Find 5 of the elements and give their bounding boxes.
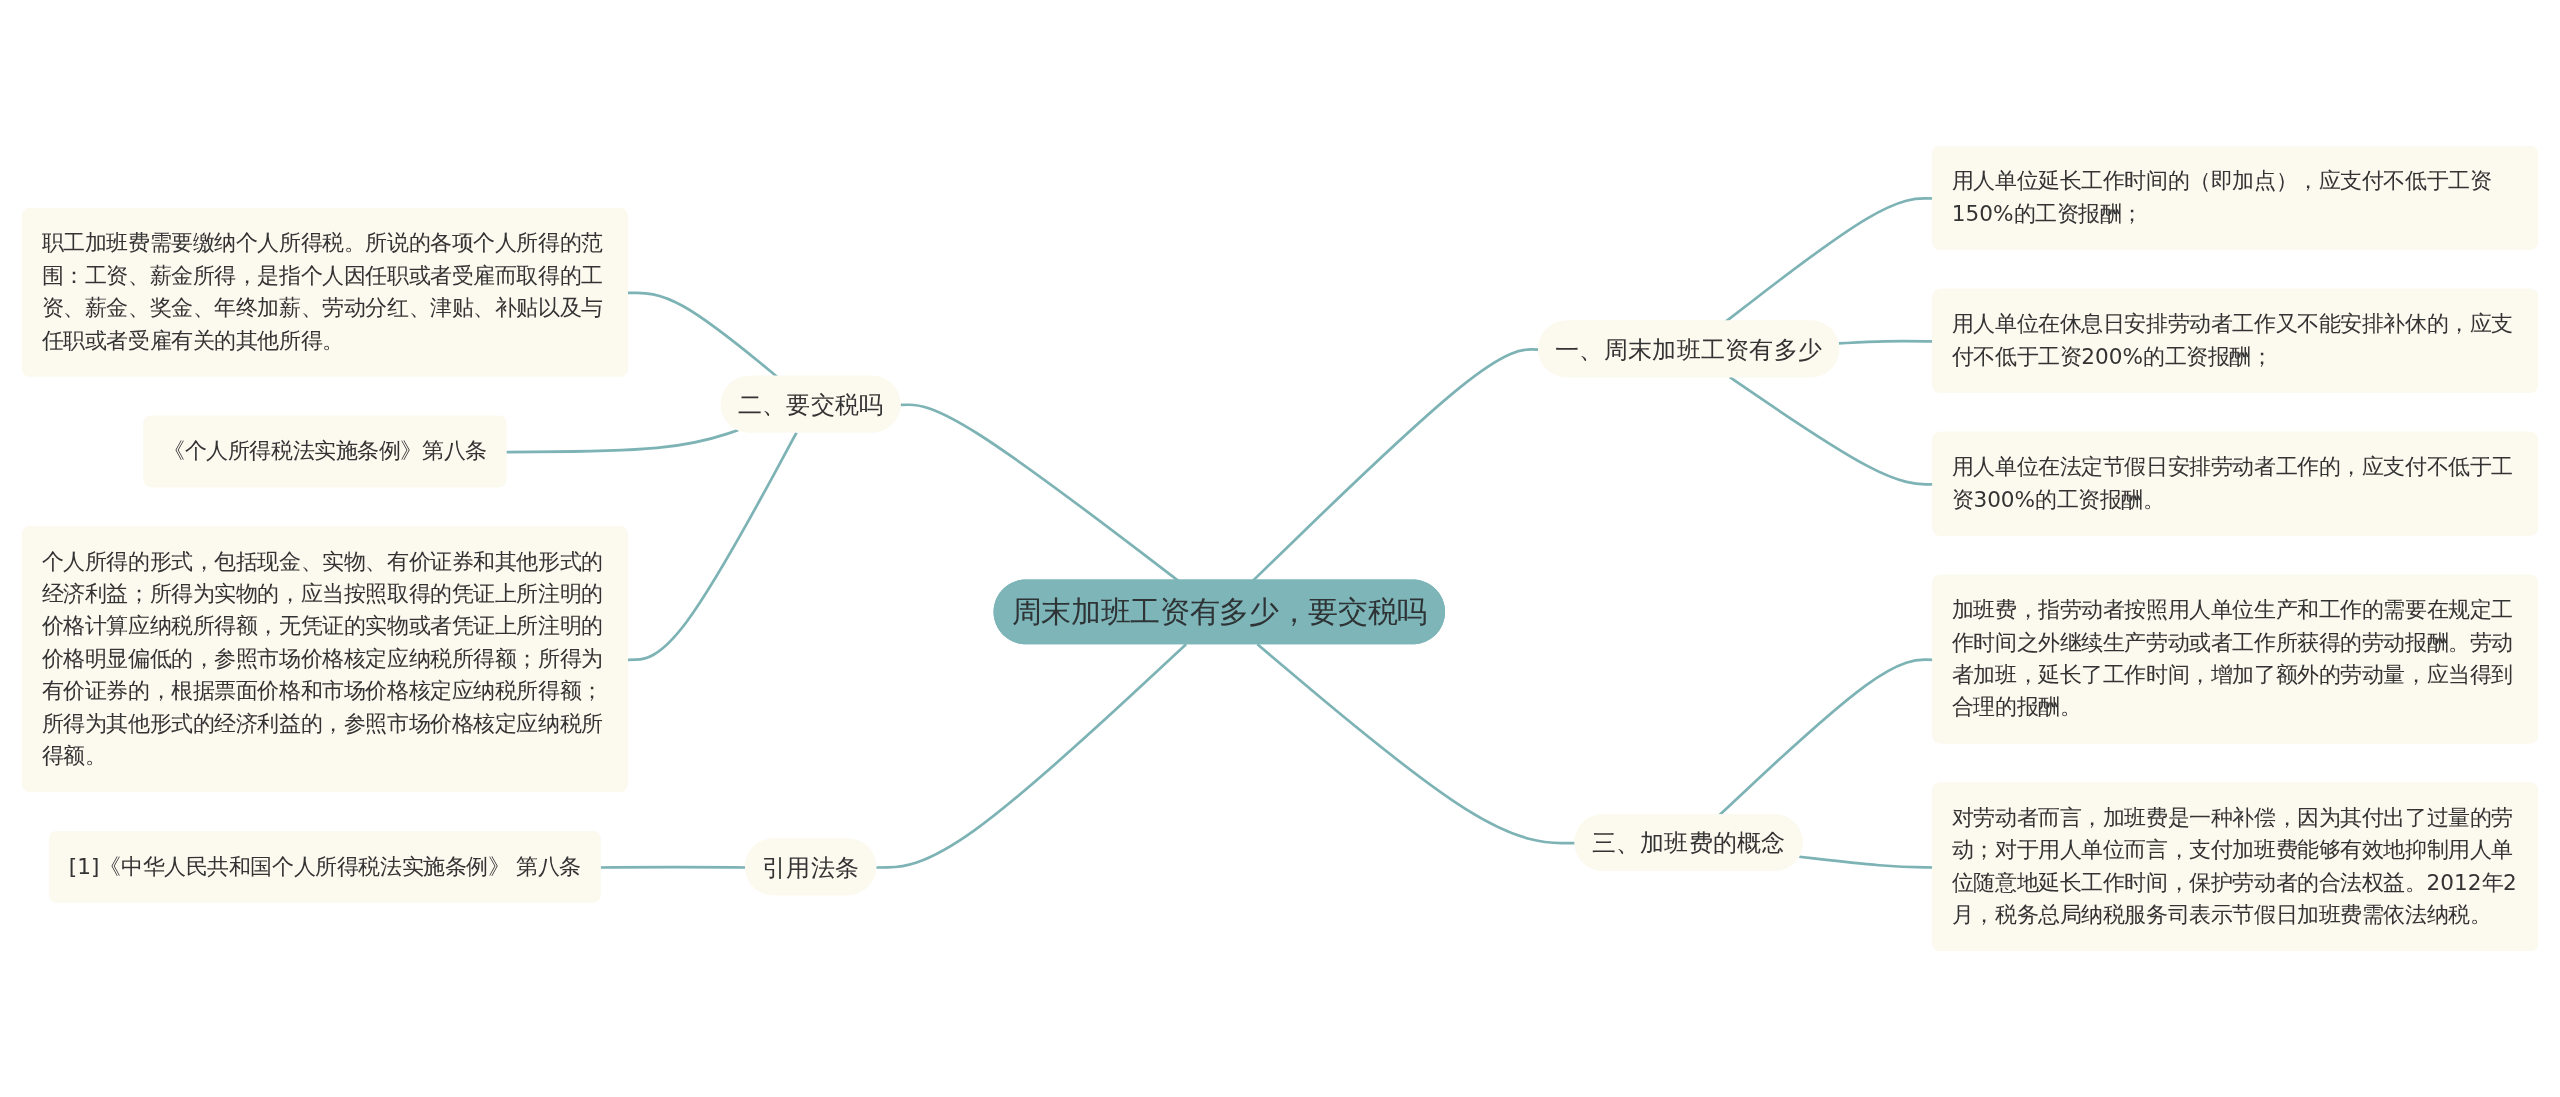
connector: [627, 431, 798, 662]
connector: [1256, 643, 1576, 845]
connector: [876, 643, 1188, 869]
connector: [506, 428, 739, 454]
connector: [900, 403, 1180, 582]
